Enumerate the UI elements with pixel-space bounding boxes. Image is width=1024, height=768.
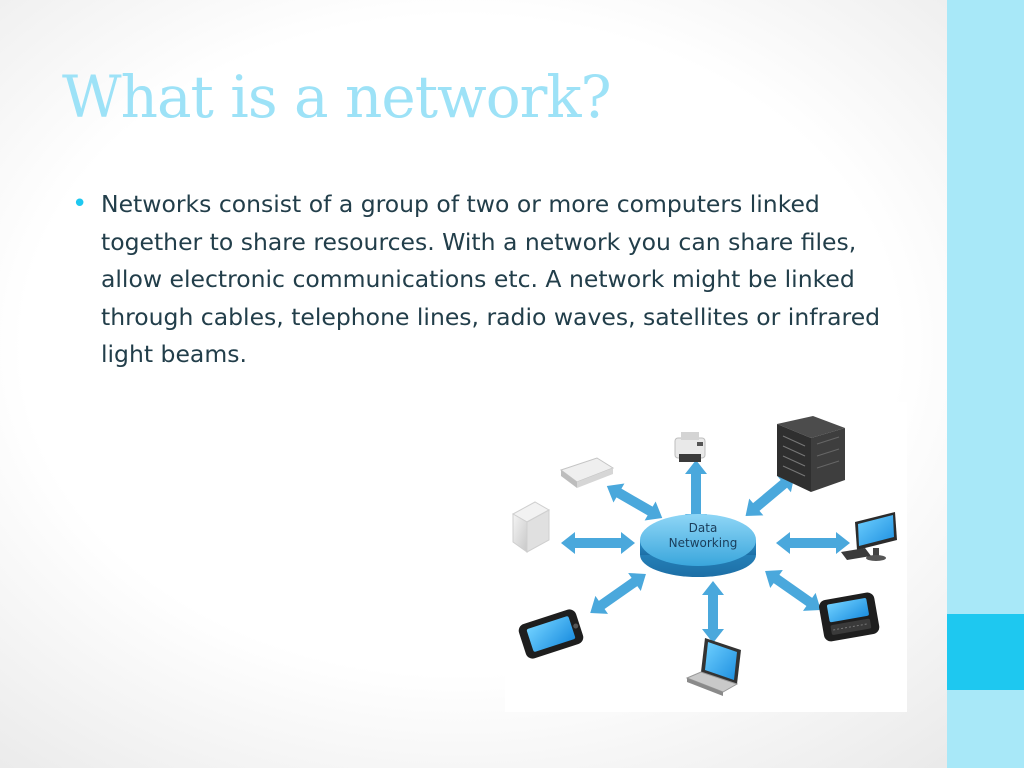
side-accent-block: [947, 614, 1024, 690]
arrow-upper-right: [745, 474, 795, 516]
slide-title: What is a network?: [62, 63, 612, 131]
external-drive-icon: [511, 501, 551, 553]
arrow-left: [561, 532, 635, 554]
arrow-lower-left: [590, 572, 646, 614]
printer-icon: [674, 432, 706, 462]
arrow-upper-left: [606, 483, 663, 521]
hub-label-line1: Data: [689, 521, 718, 535]
arrow-lower-right: [765, 569, 821, 611]
bullet-text: Networks consist of a group of two or mo…: [101, 190, 881, 368]
data-networking-diagram: Data Networking: [505, 402, 907, 712]
desktop-computer-icon: [841, 512, 897, 561]
arrow-down: [702, 581, 724, 643]
bullet-dot-icon: •: [72, 189, 88, 219]
bullet-list: • Networks consist of a group of two or …: [72, 186, 902, 374]
bullet-item: • Networks consist of a group of two or …: [72, 186, 902, 374]
hub-label-line2: Networking: [669, 536, 738, 550]
network-diagram-svg: Data Networking: [511, 416, 897, 696]
laptop-icon: [685, 638, 741, 696]
server-rack-icon: [777, 416, 845, 492]
smartphone-icon: [518, 609, 584, 659]
smartphone-icon: [819, 592, 880, 642]
arrow-up: [685, 460, 707, 528]
router-icon: [559, 457, 615, 488]
data-networking-hub: Data Networking: [640, 514, 756, 577]
arrow-right: [776, 532, 850, 554]
